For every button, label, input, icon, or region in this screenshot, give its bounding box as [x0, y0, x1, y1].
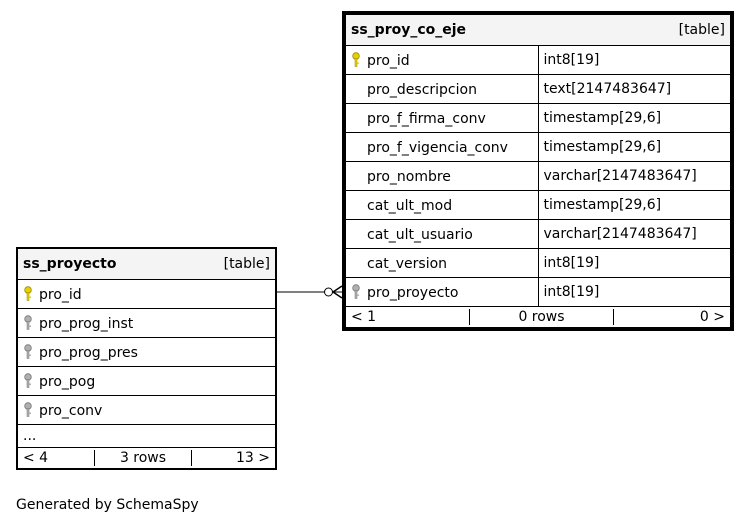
more-columns-ellipsis[interactable]: ...: [17, 424, 276, 448]
foreign-key-icon: [24, 343, 32, 359]
table-name[interactable]: ss_proyecto: [23, 256, 117, 272]
table-name[interactable]: ss_proy_co_eje: [351, 22, 467, 38]
column-row[interactable]: pro_prog_pres: [17, 337, 276, 367]
primary-key-icon: [24, 285, 32, 301]
column-row[interactable]: pro_pog: [17, 366, 276, 396]
column-row[interactable]: pro_id: [17, 279, 276, 309]
table-kind: [table]: [678, 22, 725, 38]
column-type: int8[19]: [537, 277, 731, 307]
column-name[interactable]: pro_conv: [39, 402, 103, 419]
table-kind: [table]: [223, 256, 270, 272]
table-ss-proy-co-eje[interactable]: ss_proy_co_eje [table] pro_id int8[19] p…: [342, 11, 734, 331]
column-type: int8[19]: [537, 45, 731, 75]
column-row[interactable]: cat_ult_mod timestamp[29,6]: [345, 190, 731, 220]
foreign-key-icon: [24, 401, 32, 417]
generated-by-caption: Generated by SchemaSpy: [16, 497, 199, 513]
foreign-key-icon: [352, 283, 360, 299]
column-row[interactable]: cat_ult_usuario varchar[2147483647]: [345, 219, 731, 249]
row-count: 3 rows: [95, 450, 192, 466]
column-row[interactable]: pro_proyecto int8[19]: [345, 277, 731, 307]
column-type: timestamp[29,6]: [537, 103, 731, 133]
parent-count[interactable]: < 4: [19, 450, 95, 466]
column-name[interactable]: cat_ult_mod: [367, 197, 453, 214]
column-type: timestamp[29,6]: [537, 132, 731, 162]
column-name[interactable]: pro_f_firma_conv: [367, 110, 486, 127]
table-footer: < 1 0 rows 0 >: [345, 306, 731, 328]
column-type: timestamp[29,6]: [537, 190, 731, 220]
column-name[interactable]: pro_id: [367, 52, 410, 69]
child-count[interactable]: 13 >: [236, 450, 270, 466]
column-row[interactable]: pro_f_firma_conv timestamp[29,6]: [345, 103, 731, 133]
column-type: varchar[2147483647]: [537, 161, 731, 191]
table-header[interactable]: ss_proy_co_eje [table]: [345, 14, 731, 46]
foreign-key-icon: [24, 314, 32, 330]
column-name[interactable]: pro_f_vigencia_conv: [367, 139, 508, 156]
column-name[interactable]: pro_descripcion: [367, 81, 477, 98]
column-name[interactable]: pro_id: [39, 286, 82, 303]
column-name[interactable]: pro_prog_pres: [39, 344, 138, 361]
column-row[interactable]: pro_prog_inst: [17, 308, 276, 338]
column-type: varchar[2147483647]: [537, 219, 731, 249]
table-header[interactable]: ss_proyecto [table]: [17, 248, 276, 280]
column-name[interactable]: cat_version: [367, 255, 448, 272]
table-footer: < 4 3 rows 13 >: [17, 447, 276, 469]
crows-foot-lower: [332, 291, 343, 299]
row-count: 0 rows: [470, 309, 614, 325]
column-type: int8[19]: [537, 248, 731, 278]
primary-key-icon: [352, 51, 360, 67]
column-type: text[2147483647]: [537, 74, 731, 104]
column-name[interactable]: pro_pog: [39, 373, 96, 390]
column-name[interactable]: pro_nombre: [367, 168, 451, 185]
child-count[interactable]: 0 >: [699, 309, 725, 325]
foreign-key-icon: [24, 372, 32, 388]
table-ss-proyecto[interactable]: ss_proyecto [table] pro_id pro_prog_inst…: [16, 247, 277, 470]
column-row[interactable]: pro_f_vigencia_conv timestamp[29,6]: [345, 132, 731, 162]
parent-count[interactable]: < 1: [347, 309, 470, 325]
zero-many-circle: [324, 287, 333, 297]
column-row[interactable]: pro_nombre varchar[2147483647]: [345, 161, 731, 191]
column-row[interactable]: cat_version int8[19]: [345, 248, 731, 278]
column-name[interactable]: pro_proyecto: [367, 284, 459, 301]
column-row[interactable]: pro_id int8[19]: [345, 45, 731, 75]
column-name[interactable]: pro_prog_inst: [39, 315, 134, 332]
column-row[interactable]: pro_descripcion text[2147483647]: [345, 74, 731, 104]
column-name[interactable]: cat_ult_usuario: [367, 226, 473, 243]
crows-foot-upper: [332, 285, 343, 293]
column-row[interactable]: pro_conv: [17, 395, 276, 425]
